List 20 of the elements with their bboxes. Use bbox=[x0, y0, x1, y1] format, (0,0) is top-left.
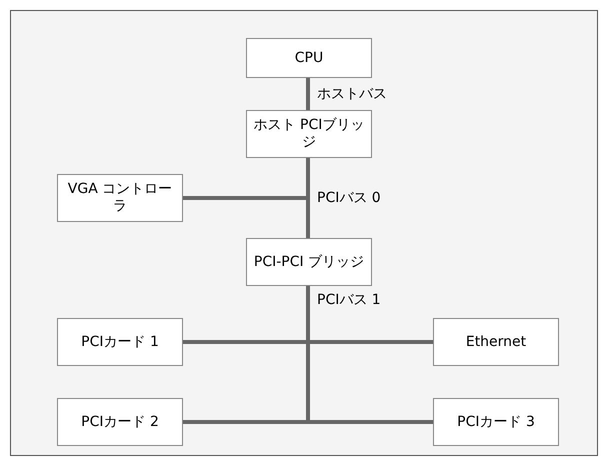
component-box bbox=[246, 110, 372, 158]
component-box bbox=[433, 398, 559, 446]
component-box bbox=[57, 398, 183, 446]
edge-label: PCIバス 0 bbox=[316, 191, 382, 205]
component-label: PCI-PCI ブリッジ bbox=[254, 254, 364, 270]
component-label: Ethernet bbox=[466, 334, 526, 350]
component-label: ホスト PCIブリッジ bbox=[252, 117, 366, 151]
component-label: PCIカード 3 bbox=[457, 414, 535, 430]
component-label: CPU bbox=[294, 50, 324, 66]
bus-line bbox=[306, 78, 310, 110]
component-box bbox=[433, 318, 559, 366]
component-label: VGA コントローラ bbox=[66, 181, 174, 215]
component-box bbox=[246, 238, 372, 286]
component-label: PCIカード 1 bbox=[81, 334, 159, 350]
component-label: PCIカード 2 bbox=[81, 414, 159, 430]
component-box bbox=[57, 174, 183, 222]
edge-label: ホストバス bbox=[316, 87, 388, 101]
edge-label: PCIバス 1 bbox=[316, 293, 382, 307]
component-box bbox=[57, 318, 183, 366]
component-box bbox=[246, 38, 372, 78]
